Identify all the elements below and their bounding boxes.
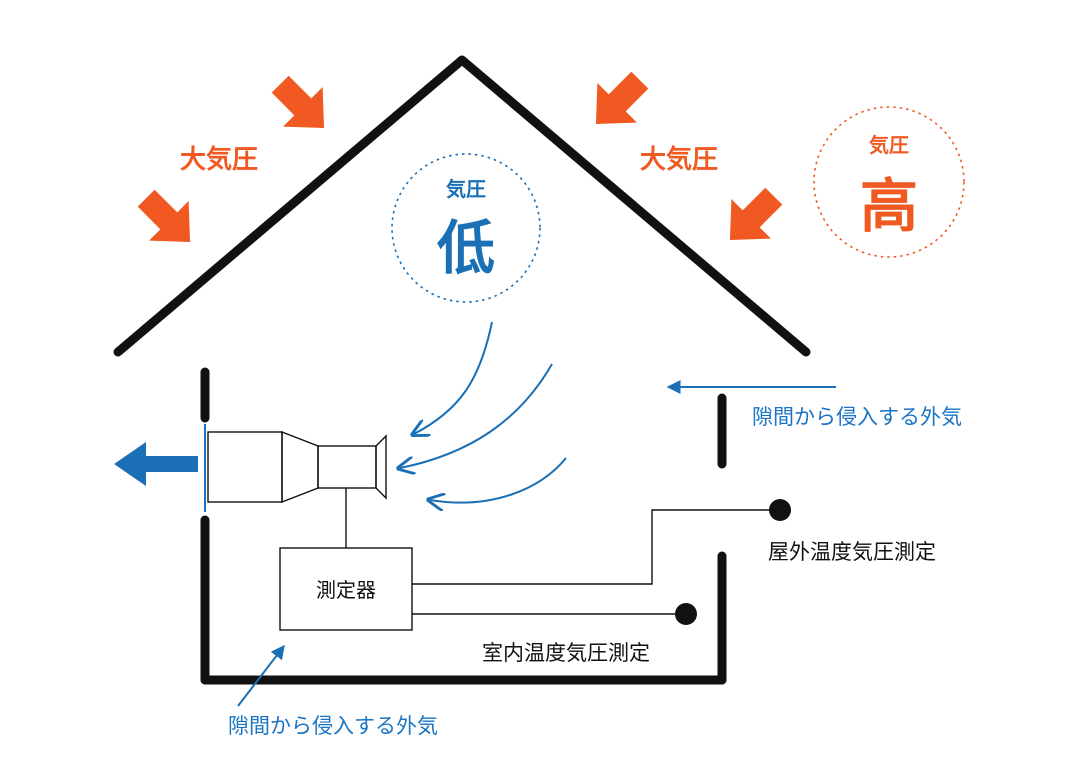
measuring-device-box — [279, 547, 413, 631]
infiltration-arrow-bottom — [237, 644, 285, 707]
down-right-arrow-icon — [271, 75, 325, 129]
airflow-arrow — [400, 363, 553, 468]
outdoor-wire — [412, 509, 780, 585]
outdoor-measure-label: 屋外温度気圧測定 — [768, 540, 936, 564]
indoor-measure-label: 室内温度気圧測定 — [482, 641, 650, 665]
infiltration-label-bottom: 隙間から侵入する外気 — [228, 714, 438, 738]
airflow-arrow — [430, 457, 567, 503]
down-left-arrow-icon — [595, 71, 649, 125]
infiltration-label-right: 隙間から侵入する外気 — [752, 405, 962, 429]
high-pressure-big: 高 — [860, 172, 918, 240]
down-right-arrow-icon — [137, 189, 191, 243]
low-pressure-circle — [391, 153, 541, 303]
down-left-arrow-icon — [729, 187, 783, 241]
exhaust-arrow-icon — [114, 442, 198, 486]
high-pressure-circle — [813, 106, 965, 258]
exhaust-fan — [207, 430, 387, 504]
airflow-arrow — [414, 321, 493, 434]
sensor-dot-icon — [769, 499, 791, 521]
sensor-dot-icon — [675, 603, 697, 625]
roof — [113, 55, 811, 357]
atmospheric-pressure-label-left: 大気圧 — [180, 144, 258, 175]
measuring-device-label: 測定器 — [316, 578, 376, 602]
atmospheric-pressure-label-right: 大気圧 — [640, 144, 718, 175]
low-pressure-title: 気圧 — [446, 177, 486, 201]
high-pressure-title: 気圧 — [869, 133, 909, 157]
low-pressure-big: 低 — [437, 214, 495, 282]
